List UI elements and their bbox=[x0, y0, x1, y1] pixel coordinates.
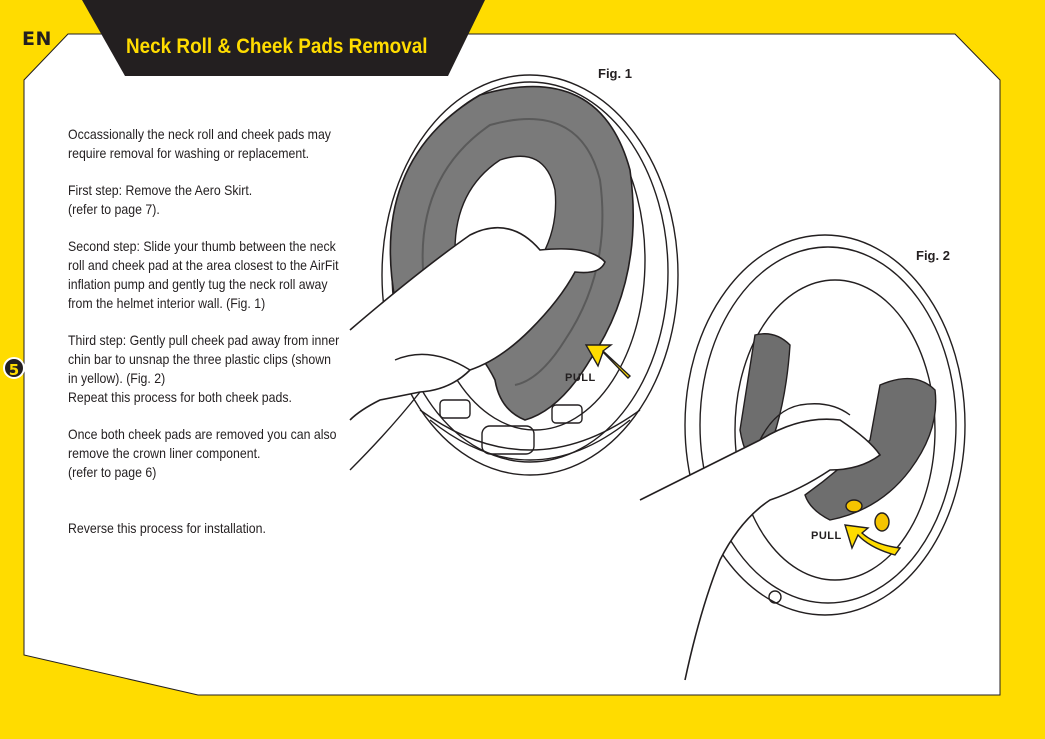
reverse-paragraph: Reverse this process for installation. bbox=[68, 520, 266, 536]
fig2-illustration bbox=[639, 234, 966, 681]
fig1-illustration bbox=[349, 74, 679, 476]
crown-paragraph: Once both cheek pads are removed you can… bbox=[68, 425, 341, 482]
page-title: Neck Roll & Cheek Pads Removal bbox=[126, 35, 428, 58]
step1-paragraph: First step: Remove the Aero Skirt. (refe… bbox=[68, 181, 341, 219]
step1-line1: First step: Remove the Aero Skirt. bbox=[68, 182, 253, 198]
step3-paragraph: Third step: Gently pull cheek pad away f… bbox=[68, 331, 341, 407]
fig1-pull-label: PULL bbox=[565, 372, 596, 384]
language-code: EN bbox=[22, 28, 52, 50]
instructions-text: Occassionally the neck roll and cheek pa… bbox=[68, 125, 339, 556]
intro-paragraph: Occassionally the neck roll and cheek pa… bbox=[68, 126, 331, 161]
fig2-label: Fig. 2 bbox=[916, 248, 950, 263]
fig2-pull-label: PULL bbox=[811, 530, 842, 542]
page-number-badge: 5 bbox=[3, 357, 25, 379]
step2-paragraph: Second step: Slide your thumb between th… bbox=[68, 238, 339, 311]
step3-line2: Repeat this process for both cheek pads. bbox=[68, 389, 292, 405]
crown-line2: (refer to page 6) bbox=[68, 464, 157, 480]
step1-line2: (refer to page 7). bbox=[68, 201, 160, 217]
title-tab bbox=[82, 0, 485, 76]
crown-line1: Once both cheek pads are removed you can… bbox=[68, 426, 337, 461]
step3-line1: Third step: Gently pull cheek pad away f… bbox=[68, 332, 340, 386]
fig1-label: Fig. 1 bbox=[598, 66, 632, 81]
